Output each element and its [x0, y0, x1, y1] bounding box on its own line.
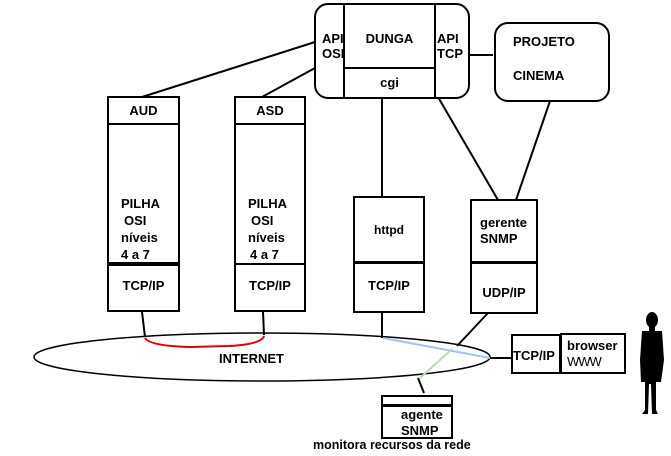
- cgi-label: cgi: [380, 75, 399, 90]
- aud-label: AUD: [129, 103, 158, 118]
- link-dunga-aud: [141, 41, 316, 98]
- aud-stack: AUD PILHA OSI níveis 4 a 7 TCP/IP: [107, 96, 180, 312]
- link-asd-internet: [262, 311, 265, 336]
- client-tcpip-box: TCP/IP: [511, 334, 561, 374]
- projeto-cinema-box: PROJETO CINEMA: [494, 22, 610, 102]
- cinema-label: CINEMA: [513, 68, 565, 83]
- snmp-agent-caption: monitora recursos da rede: [313, 438, 471, 452]
- link-agent-internet: [417, 377, 425, 394]
- httpd-tcpip-label: TCP/IP: [368, 278, 410, 293]
- internet-label: INTERNET: [219, 351, 284, 366]
- user-silhouette-icon: [640, 312, 664, 414]
- link-apitcp-snmp: [437, 96, 499, 201]
- link-aud-internet: [141, 311, 146, 338]
- httpd-stack: httpd TCP/IP: [353, 196, 425, 313]
- client-tcpip-label: TCP/IP: [513, 348, 555, 363]
- udpip-label: UDP/IP: [482, 285, 526, 300]
- dunga-title: DUNGA: [365, 31, 414, 46]
- snmp-internet-route: [419, 348, 453, 379]
- projeto-label: PROJETO: [513, 34, 575, 49]
- link-cinema-snmp: [515, 100, 551, 201]
- link-snmp-internet: [456, 312, 489, 347]
- httpd-label: httpd: [374, 223, 404, 237]
- asd-label: ASD: [256, 103, 284, 118]
- link-dunga-asd: [261, 67, 316, 98]
- asd-stack: ASD PILHA OSI níveis 4 a 7 TCP/IP: [234, 96, 306, 312]
- aud-tcpip-label: TCP/IP: [122, 278, 165, 293]
- web-internet-route: [382, 337, 491, 359]
- aud-osi-stack-label: PILHA OSI níveis 4 a 7: [121, 196, 160, 262]
- asd-osi-stack-label: PILHA OSI níveis 4 a 7: [248, 196, 287, 262]
- asd-tcpip-label: TCP/IP: [249, 278, 291, 293]
- osi-internet-route: [144, 335, 265, 349]
